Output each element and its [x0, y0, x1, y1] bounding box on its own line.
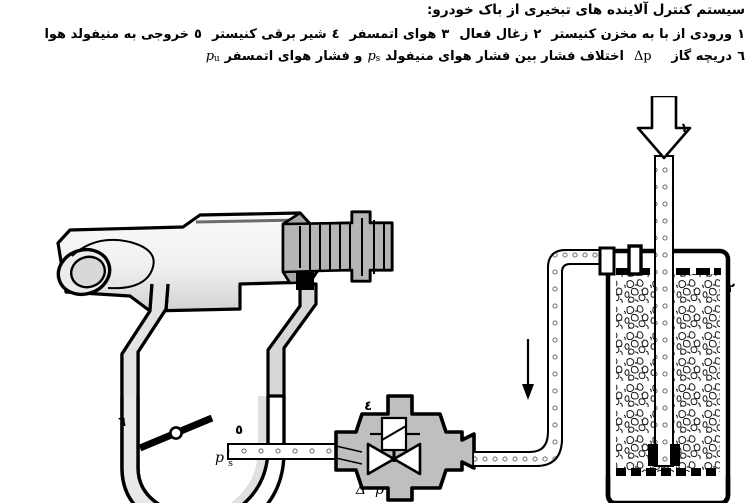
legend-text-8: و فشار هوای اتمسفر [224, 48, 363, 64]
purge-hose-valve-to-canister [474, 249, 600, 467]
evap-emission-control-diagram: ٦ p s ٥ ٤ Δ p [0, 96, 753, 503]
legend-number-1: ١ [737, 26, 745, 42]
lower-screen [616, 468, 716, 476]
manifold-ribbed-section [299, 218, 385, 276]
legend-number-2: ٢ [533, 26, 542, 42]
delta-p-symbol: Δp [634, 48, 652, 64]
caption-title-line: سیستم کنترل آلاینده های تبخیری از باک خو… [8, 2, 745, 18]
svg-text:p: p [375, 482, 384, 498]
p-u-symbol: pu [205, 48, 220, 64]
legend-text-1: ورودی از با به مخزن کنیستر [551, 26, 733, 42]
legend-text-7: اختلاف فشار بین فشار هوای منیفولد [385, 48, 624, 64]
caption-legend-line-1: ١ورودی از با به مخزن کنیستر ٢زغال فعال ٣هو… [8, 28, 745, 41]
canister-purge-solenoid-valve [334, 394, 476, 502]
figure-caption: سیستم کنترل آلاینده های تبخیری از باک خو… [0, 0, 753, 73]
svg-text:Δ: Δ [355, 482, 366, 498]
air-intake-manifold [56, 210, 394, 503]
label-item-6: ٦ [118, 415, 126, 430]
legend-text-4: شیر برقی کنیستر [211, 26, 327, 42]
legend-number-4: ٤ [331, 26, 340, 42]
label-item-2: ٢ [727, 281, 735, 296]
legend-text-6: دریچه گاز [671, 48, 733, 64]
purge-line-to-manifold [227, 443, 341, 460]
label-p-s: p s [215, 450, 233, 469]
legend-text-2: زغال فعال [459, 26, 529, 42]
p-s-symbol: ps [367, 48, 381, 64]
label-item-4: ٤ [364, 399, 372, 414]
legend-number-5: ٥ [194, 26, 202, 42]
legend-text-3: هوای اتمسفر [349, 26, 437, 42]
inlet-flow-arrow [636, 96, 692, 160]
caption-title: سیستم کنترل آلاینده های تبخیری از باک خو… [427, 2, 745, 18]
legend-number-3: ٣ [441, 26, 450, 42]
label-delta-p: Δ p [355, 482, 384, 498]
canister-purge-port [598, 244, 643, 276]
legend-text-5: خروجی به منیفولد هوا [44, 26, 190, 42]
svg-text:s: s [228, 458, 233, 469]
throttle-plate [138, 414, 214, 452]
fuel-tank-vapor-inlet-tube [648, 155, 680, 467]
label-item-5: ٥ [235, 423, 243, 438]
flow-direction-arrow [522, 339, 534, 400]
caption-legend-line-2: ٦دریچه گاز Δp اختلاف فشار بین فشار هوای من… [8, 50, 745, 64]
label-item-1: ١ [680, 121, 688, 136]
svg-text:p: p [215, 450, 224, 466]
manifold-inlet-mouth [56, 247, 112, 297]
legend-number-6: ٦ [737, 48, 745, 64]
